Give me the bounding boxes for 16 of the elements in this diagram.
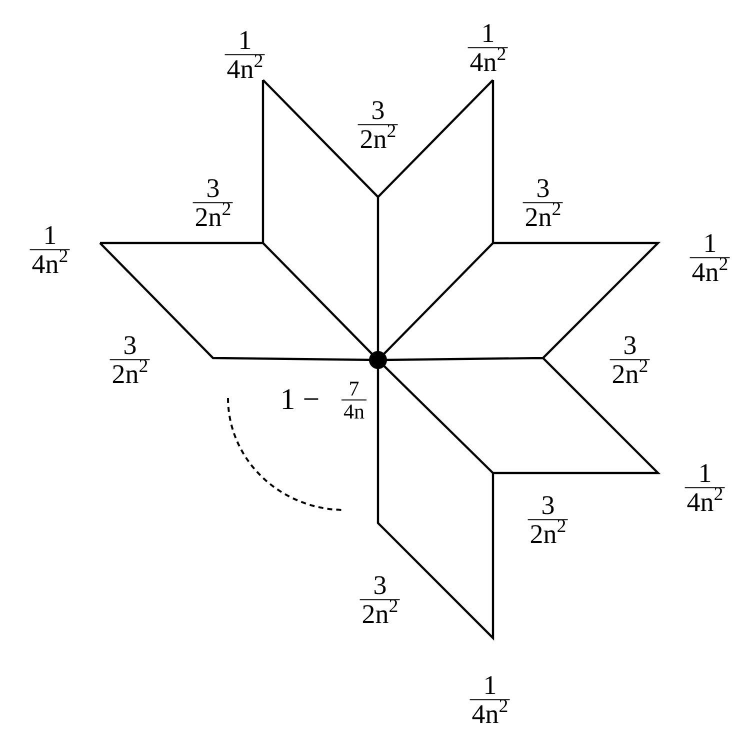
fraction-numerator: 3	[610, 331, 650, 360]
fraction-numerator: 1	[470, 671, 510, 700]
fraction-numerator: 3	[360, 571, 400, 600]
fraction-numerator: 1	[690, 229, 730, 258]
fraction-numerator: 1	[224, 26, 266, 56]
fraction-numerator: 3	[110, 331, 150, 360]
math-text: 1 −	[280, 383, 320, 417]
fraction-numerator: 3	[192, 174, 234, 204]
fraction-denominator: 4n	[342, 400, 366, 423]
fraction-numerator: 7	[342, 377, 366, 400]
fraction-numerator: 1	[684, 459, 726, 488]
fraction-numerator: 3	[528, 491, 568, 520]
fraction-numerator: 1	[30, 221, 70, 250]
fraction-numerator: 1	[468, 19, 508, 48]
fraction-numerator: 3	[358, 96, 398, 126]
fraction-numerator: 3	[522, 174, 564, 204]
